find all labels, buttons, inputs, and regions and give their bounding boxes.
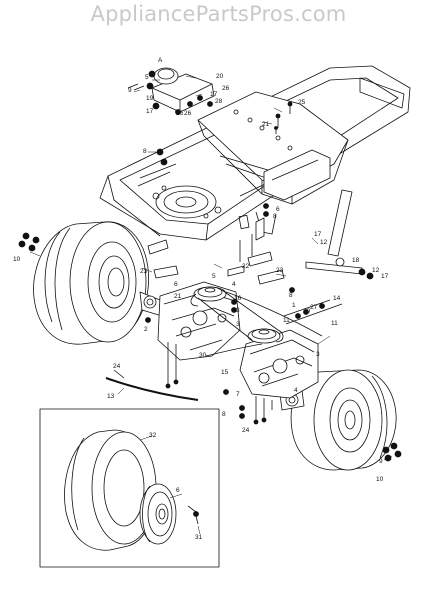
callout-label: 9: [379, 458, 383, 465]
callout-label: 29: [303, 308, 311, 315]
frame: [99, 65, 411, 241]
callout-label: 11: [283, 317, 290, 324]
callout-label: 23: [276, 267, 284, 274]
callout-label: 4: [232, 281, 236, 288]
callout-label: 27: [310, 304, 318, 311]
callout-labels: A 9 5 20 26 17 26 28 19 17 26 25 21 8 8 …: [13, 57, 389, 541]
callout-label: 31: [195, 534, 203, 541]
callout-label: 25: [298, 99, 306, 106]
leader-lines: [29, 75, 393, 535]
left-rear-tire: [33, 221, 150, 345]
callout-label: 20: [216, 73, 224, 80]
callout-label: 30: [199, 352, 207, 359]
callout-label: 17: [314, 231, 322, 238]
callout-label: 4: [294, 387, 298, 394]
callout-label: 5: [212, 273, 216, 280]
callout-label: A: [158, 57, 163, 64]
callout-label: 28: [215, 98, 223, 105]
callout-label: 18: [352, 257, 360, 264]
right-rear-tire: [290, 369, 397, 471]
callout-label: 10: [13, 256, 21, 263]
callout-label: 11: [331, 320, 338, 327]
callout-label: 12: [372, 267, 380, 274]
callout-label: 6: [176, 487, 180, 494]
callout-label: 17: [146, 108, 154, 115]
inset-wheel-detail: [39, 408, 220, 568]
transaxle-assembly: [157, 281, 323, 399]
hardware-bolts: [156, 101, 293, 217]
callout-label: 7: [236, 391, 240, 398]
callout-label: 8: [289, 292, 293, 299]
callout-label: 3: [316, 351, 320, 358]
callout-label: 14: [333, 295, 341, 302]
control-rods: [105, 189, 374, 401]
callout-label: 6: [174, 281, 178, 288]
callout-label: 1: [292, 302, 296, 309]
callout-label: 9: [128, 87, 132, 94]
callout-label: 13: [107, 393, 115, 400]
callout-label: 5: [145, 74, 149, 81]
callout-label: 21: [174, 293, 182, 300]
callout-label: 24: [113, 363, 121, 370]
callout-label: 21: [262, 121, 270, 128]
callout-label: 24: [242, 427, 250, 434]
callout-label: 3: [236, 307, 240, 314]
callout-label: 17: [210, 91, 218, 98]
watermark: AppliancePartsPros.com: [90, 2, 347, 26]
callout-label: 22: [242, 263, 250, 270]
callout-label: 16: [234, 295, 242, 302]
callout-label: 10: [376, 476, 384, 483]
callout-label: 6: [276, 206, 280, 213]
callout-label: 26: [184, 110, 192, 117]
callout-label: 2: [144, 326, 148, 333]
long-bolts: [145, 299, 273, 425]
top-bracket-assembly: [127, 67, 215, 115]
callout-label: 26: [222, 85, 230, 92]
callout-label: 8: [222, 411, 226, 418]
callout-label: 8: [143, 148, 147, 155]
callout-label: 12: [320, 239, 328, 246]
callout-label: 19: [146, 95, 154, 102]
callout-label: 32: [149, 432, 157, 439]
callout-label: 3: [236, 321, 240, 328]
callout-label: 17: [381, 273, 389, 280]
callout-label: 23: [140, 268, 148, 275]
callout-label: 8: [273, 213, 277, 220]
drive-brackets: [147, 217, 285, 285]
callout-label: 15: [221, 369, 229, 376]
callout-label: 26: [176, 110, 184, 117]
lug-nuts: [18, 232, 402, 462]
